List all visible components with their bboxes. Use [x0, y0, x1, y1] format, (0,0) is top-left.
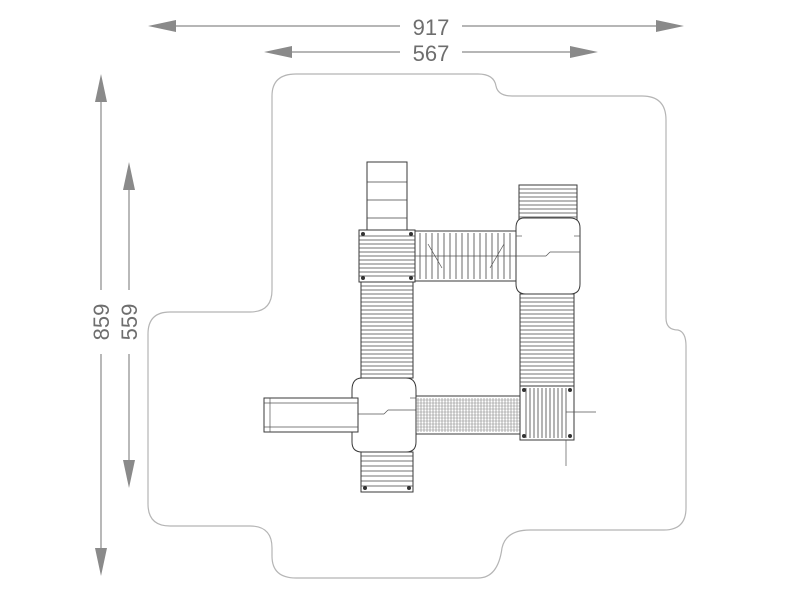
arrow-right-icon [656, 20, 684, 32]
deck-right-vertical [519, 293, 575, 387]
ladder-top [366, 161, 408, 231]
tower-right-top [518, 184, 578, 221]
safety-zone-outline [147, 73, 687, 579]
slide-left [263, 397, 359, 433]
steps-left-bottom [360, 451, 414, 493]
outer-height-label: 859 [89, 304, 114, 341]
arrow-right-icon [570, 46, 598, 58]
arrow-up-icon [123, 162, 135, 190]
deck-left-vertical [360, 281, 414, 379]
bridge-top [414, 230, 518, 282]
arrow-left-icon [148, 20, 176, 32]
platform-right-bottom [519, 385, 596, 466]
outer-width-label: 917 [413, 15, 450, 40]
dimension-inner-width: 567 [264, 41, 598, 66]
dimension-inner-height: 559 [117, 162, 142, 488]
dimension-outer-width: 917 [148, 15, 684, 40]
platform-left-top [358, 229, 416, 283]
inner-height-label: 559 [117, 304, 142, 341]
arrow-down-icon [95, 548, 107, 576]
inner-width-label: 567 [413, 41, 450, 66]
arrow-up-icon [95, 74, 107, 102]
arrow-down-icon [123, 460, 135, 488]
net-bridge-bottom [415, 395, 521, 435]
tube-left-bottom [351, 377, 417, 453]
arrow-left-icon [264, 46, 292, 58]
tube-right-top [515, 217, 581, 295]
dimension-outer-height: 859 [89, 74, 114, 576]
